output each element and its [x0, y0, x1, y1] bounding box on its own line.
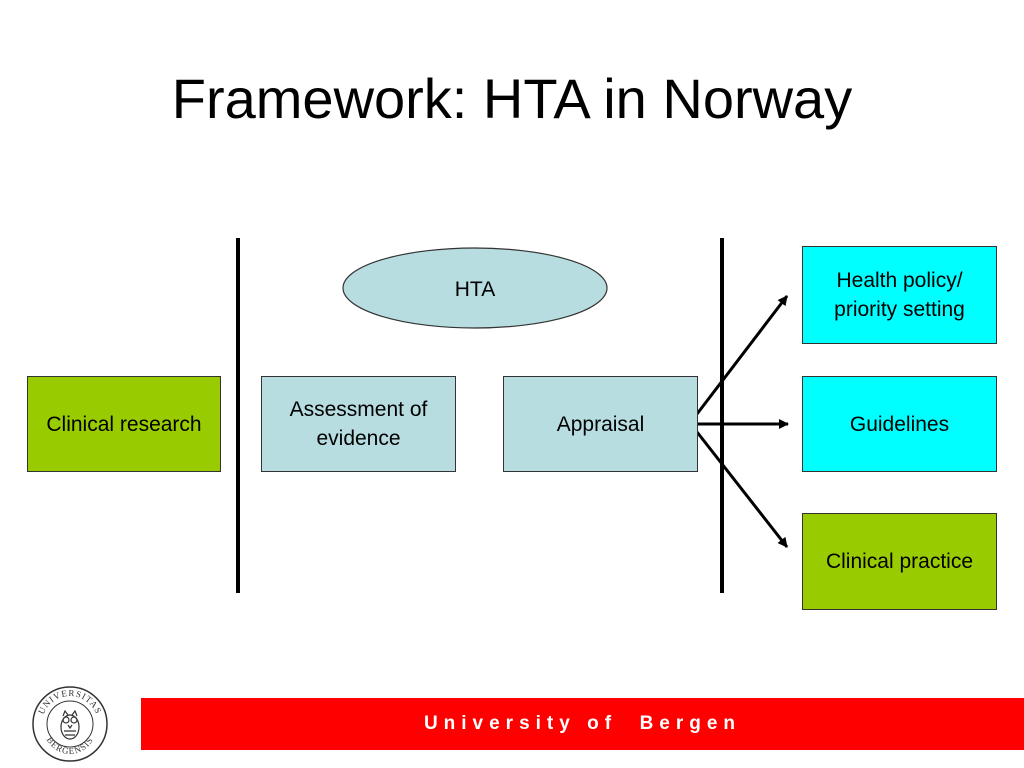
footer-university-name: University of Bergen [423, 713, 742, 734]
node-clinical-practice: Clinical practice [802, 513, 997, 610]
arrow-to-policy [695, 295, 789, 415]
hta-label: HTA [455, 278, 495, 301]
page-title: Framework: HTA in Norway [171, 67, 853, 130]
university-seal-logo: UNIVERSITAS BERGENSIS [32, 686, 108, 762]
node-clinical-research: Clinical research [27, 376, 221, 472]
health-policy-label-line1: Health policy/ [836, 269, 963, 292]
node-guidelines: Guidelines [802, 376, 997, 472]
health-policy-label-line2: priority setting [834, 298, 965, 321]
arrow-to-practice [695, 431, 789, 548]
svg-text:BERGENSIS: BERGENSIS [45, 735, 96, 756]
clinical-practice-label: Clinical practice [825, 550, 974, 573]
node-assessment-of-evidence: Assessment of evidence [261, 376, 456, 472]
owl-icon [60, 709, 80, 740]
assessment-label-line2: evidence [316, 427, 401, 450]
hta-ellipse [342, 247, 608, 329]
guidelines-label: Guidelines [849, 412, 950, 436]
node-appraisal: Appraisal [503, 376, 698, 472]
clinical-research-label: Clinical research [46, 412, 202, 436]
node-health-policy: Health policy/ priority setting [802, 246, 997, 344]
svg-text:UNIVERSITAS: UNIVERSITAS [36, 688, 104, 716]
appraisal-label: Appraisal [556, 412, 645, 436]
assessment-label-line1: Assessment of [289, 398, 428, 421]
footer-banner: University of Bergen [141, 698, 1024, 750]
